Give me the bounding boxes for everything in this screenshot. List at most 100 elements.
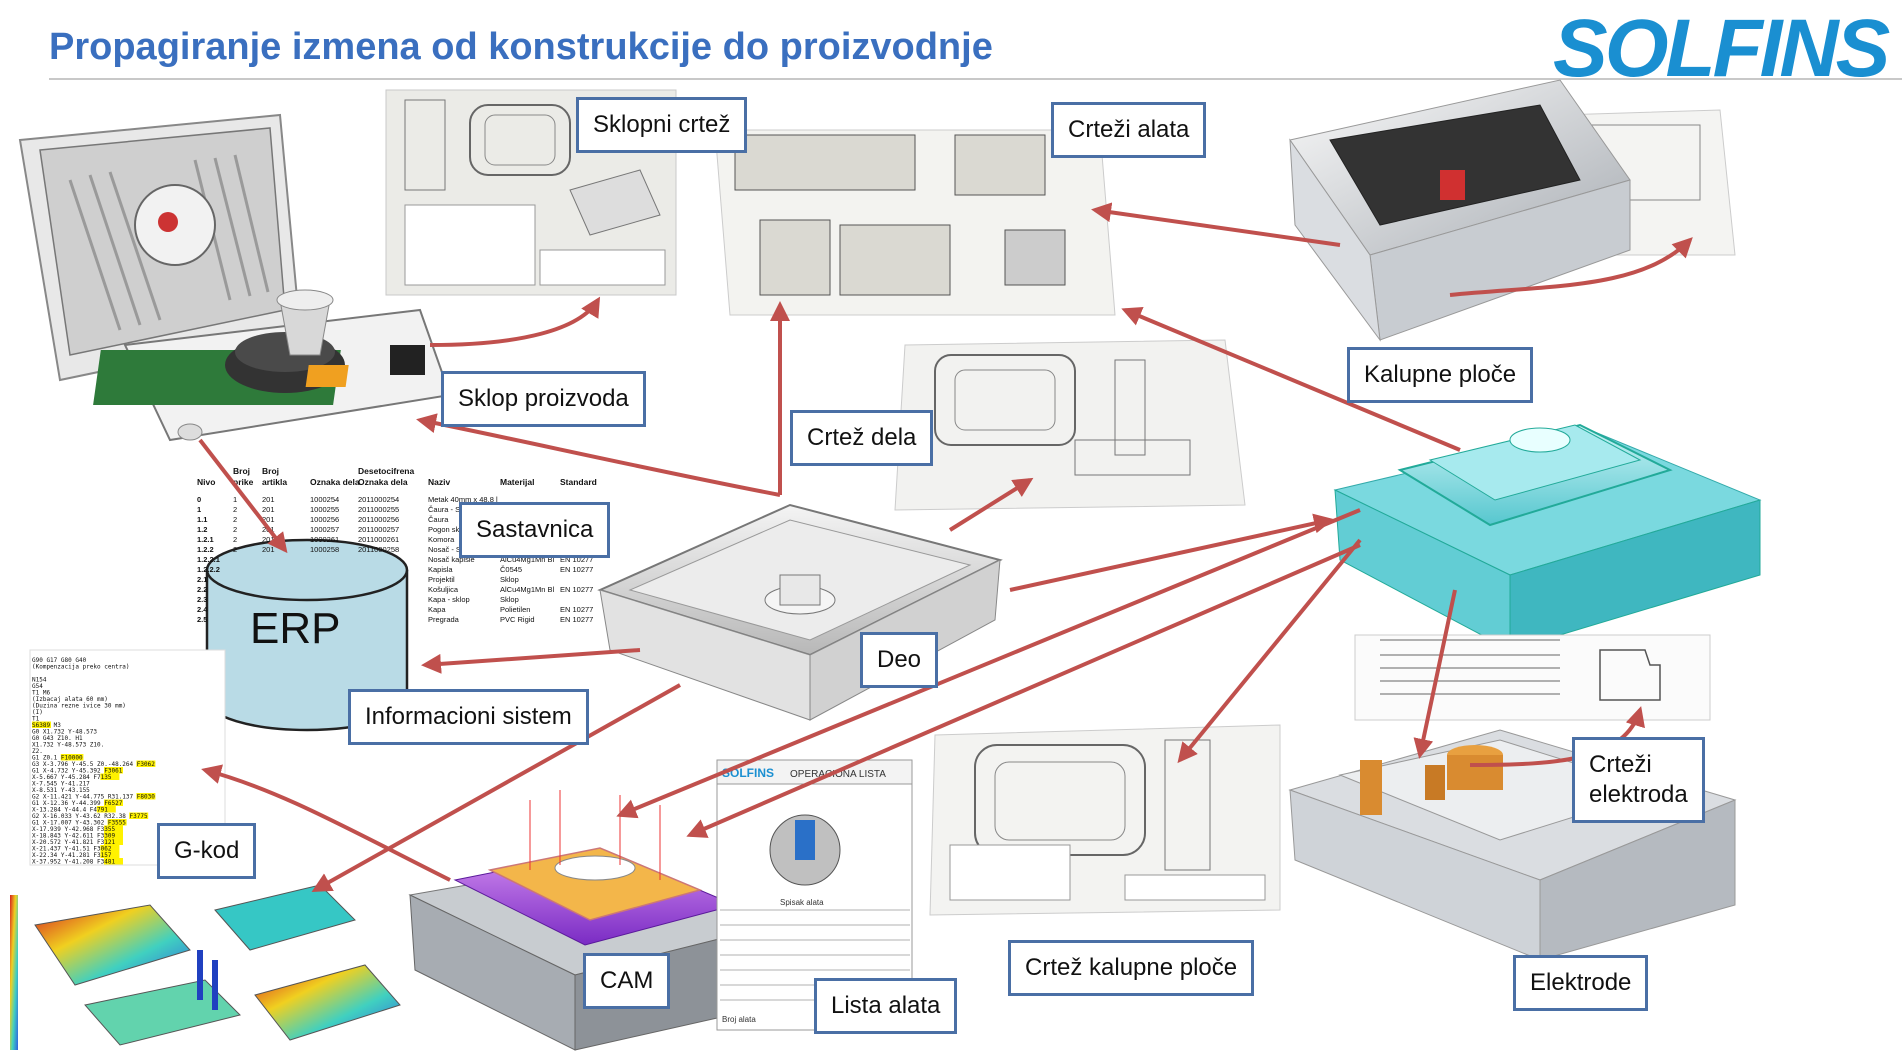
gcode-highlight	[104, 832, 123, 839]
label-cam: CAM	[583, 953, 671, 1009]
gcode-highlight	[136, 793, 156, 800]
bom-header-cell: prike	[233, 477, 254, 487]
product-assembly-image	[18, 113, 452, 442]
bom-cell: AlCu4Mg1Mn Bl	[500, 555, 555, 564]
bom-header-cell: artikla	[262, 477, 287, 487]
bom-cell: Polietilen	[500, 605, 530, 614]
gcode-line: X1.732 Y-48.573 Z10.	[32, 742, 104, 749]
gcode-line: G0 G43 Z10. H1	[32, 735, 83, 742]
label-informacioni-sistem: Informacioni sistem	[348, 689, 589, 745]
bom-cell: 2011000254	[358, 495, 399, 504]
bom-cell: Košuljica	[428, 585, 459, 594]
bom-header-cell: Materijal	[500, 477, 535, 487]
bom-cell: Kapa - sklop	[428, 595, 470, 604]
gcode-highlight	[96, 806, 116, 813]
bom-header-cell: Nivo	[197, 477, 215, 487]
gcode-line: N154	[32, 677, 47, 684]
gcode-line: G1 X-12.36 Y-44.399 F6527	[32, 800, 123, 807]
gcode-highlight	[100, 773, 120, 780]
bom-cell: Čaura	[428, 515, 449, 524]
bom-cell: 1000258	[310, 545, 339, 554]
bom-cell: 1000256	[310, 515, 339, 524]
gcode-line: G54	[32, 683, 43, 690]
gcode-line: X-7.545 Y-41.217	[32, 781, 90, 788]
erp-label: ERP	[250, 604, 340, 653]
bom-header-cell: Naziv	[428, 477, 450, 487]
bom-cell: EN 10277	[560, 565, 593, 574]
gcode-line: (I)	[32, 709, 43, 716]
bom-cell: 1000257	[310, 525, 339, 534]
bom-cell: Čaura - Sklop	[428, 505, 474, 514]
bom-cell: 1.2.2.1	[197, 555, 220, 564]
label-g-kod: G-kod	[157, 823, 257, 879]
gcode-highlight	[100, 845, 120, 852]
gcode-line: X-22.34 Y-41.281 F3157	[32, 852, 112, 859]
gcode-line: G2 X-11.421 Y-44.775 R31.137 F8030	[32, 794, 155, 801]
gcode-listing: G90 G17 G80 G40(Kompenzacija preko centr…	[32, 657, 156, 866]
gcode-line: (Duzina rezne ivice 30 mm)	[32, 703, 126, 710]
bom-cell: 2.3	[197, 595, 207, 604]
label-lista-alata: Lista alata	[814, 978, 958, 1034]
bom-cell: 1.2.1	[197, 535, 214, 544]
product-part-render	[597, 503, 1003, 721]
bom-cell: Pogon sklop	[428, 525, 469, 534]
gcode-line: X-20.572 Y-41.821 F3121	[32, 839, 115, 846]
gcode-highlight	[100, 851, 120, 858]
bom-cell: 2011000255	[358, 505, 399, 514]
bom-cell: Sklop	[500, 575, 519, 584]
gcode-line: X-8.531 Y-43.155	[32, 787, 90, 794]
bom-header-cell: Desetocifrena	[358, 466, 414, 476]
bom-cell: 2.1	[197, 575, 207, 584]
gcode-line: G3 X-3.796 Y-45.5 Z0.-48.264 F3062	[32, 761, 155, 768]
label-kalupne-ploce: Kalupne ploče	[1347, 347, 1534, 403]
gcode-line: X-17.939 Y-42.968 F3355	[32, 826, 115, 833]
bom-cell: EN 10277	[560, 585, 593, 594]
gcode-line: T1	[32, 716, 40, 723]
bom-cell: 2011000257	[358, 525, 399, 534]
mold-plates-image	[1289, 79, 1736, 342]
bom-cell: 2	[233, 515, 237, 524]
gcode-line: G2 X-16.033 Y-43.62 R32.38 F3775	[32, 813, 148, 820]
label-crtez-kalupne-ploce: Crtež kalupne ploče	[1008, 940, 1255, 996]
page-title: Propagiranje izmena od konstrukcije do p…	[49, 26, 993, 68]
cam-toolpath-render	[408, 790, 777, 1051]
bom-cell: 1.2.2	[197, 545, 214, 554]
gcode-line: T1 M6	[32, 690, 50, 697]
gcode-line: G1 X-17.007 Y-43.302 F3555	[32, 820, 126, 827]
gcode-highlight	[107, 819, 127, 826]
bom-cell: 1000255	[310, 505, 339, 514]
bom-cell: 201	[262, 515, 275, 524]
bom-header-cell: Standard	[560, 477, 597, 487]
bom-header-cell: Oznaka dela	[310, 477, 360, 487]
gcode-highlight	[104, 799, 123, 806]
label-crtezi-elektroda: Crteži elektroda	[1572, 737, 1705, 823]
tool-list-subtitle: Spisak alata	[780, 898, 824, 907]
bom-header-cell: Broj	[262, 466, 279, 476]
gcode-line: G0 X1.732 Y-48.573	[32, 729, 97, 736]
tool-drawings-sheet	[714, 129, 1116, 316]
bom-cell: Kapisla	[428, 565, 453, 574]
bom-cell: Pregrada	[428, 615, 460, 624]
bom-cell: 201	[262, 505, 275, 514]
tool-list-footer: Broj alata	[722, 1015, 756, 1024]
bom-cell: 1.2.2.2	[197, 565, 220, 574]
bom-cell: 2011000258	[358, 545, 399, 554]
gcode-line: G1 X-4.732 Y-45.392 F3061	[32, 768, 123, 775]
gcode-highlight	[32, 721, 51, 728]
bom-cell: Projektil	[428, 575, 455, 584]
gcode-highlight	[104, 767, 123, 774]
bom-cell: 1.2	[197, 525, 207, 534]
label-sklopni-crtez: Sklopni crtež	[576, 97, 748, 153]
bom-cell: 2	[233, 505, 237, 514]
gcode-line: S6389 M3	[32, 722, 61, 729]
bom-cell: 2.5	[197, 615, 207, 624]
bom-cell: EN 10277	[560, 555, 593, 564]
bom-cell: 1000261	[310, 535, 339, 544]
bom-cell: Č0545	[500, 565, 522, 574]
bom-cell: Metak 40mm x 48,8 l	[428, 495, 498, 504]
bom-cell: 2.4	[197, 605, 208, 614]
gcode-line: X-21.437 Y-41.51 F3062	[32, 846, 112, 853]
label-crtez-dela: Crtež dela	[790, 410, 934, 466]
